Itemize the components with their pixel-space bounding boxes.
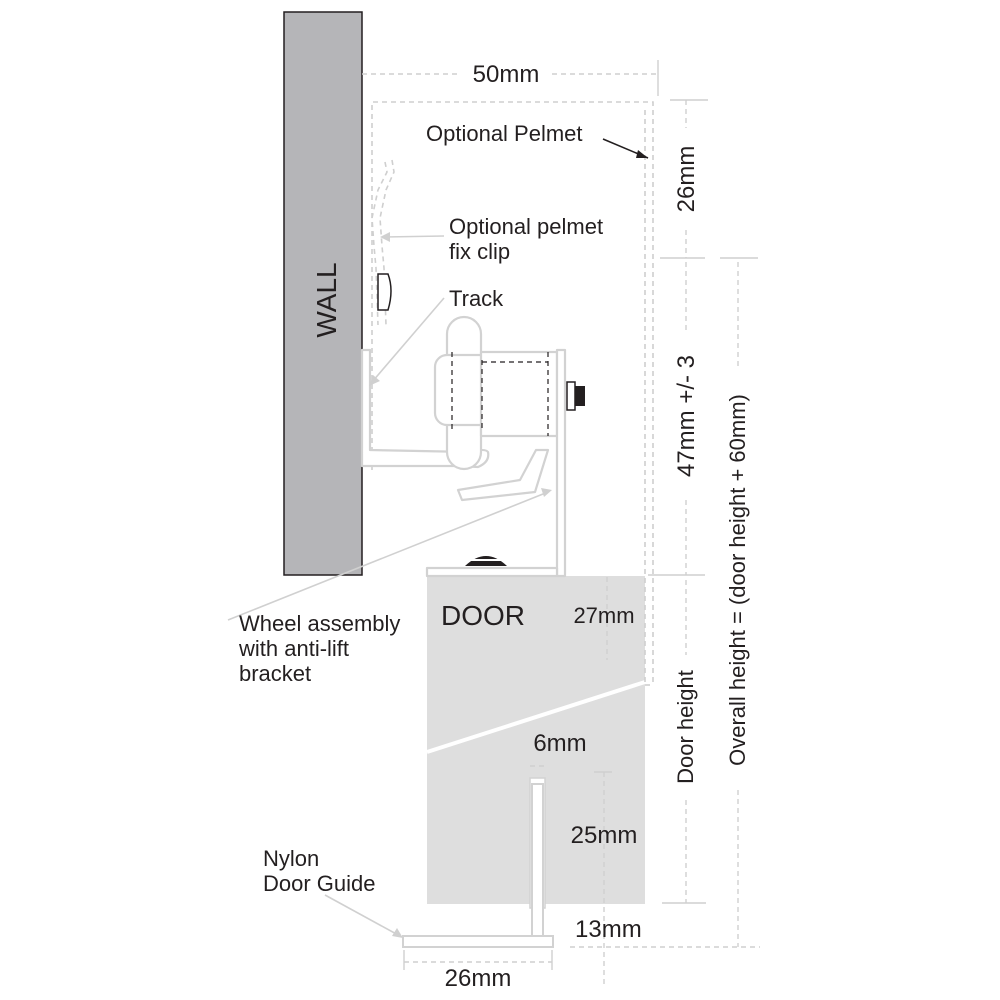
nylon-guide <box>402 783 760 970</box>
dim-guide-height: 13mm <box>575 916 642 943</box>
clip-body <box>379 159 395 326</box>
axle-block <box>479 350 559 438</box>
wall-label: WALL <box>311 262 342 337</box>
dim-track-height: 47mm +/- 3 <box>673 355 700 477</box>
nylon-leader <box>324 894 401 937</box>
label-wheel-1: Wheel assembly <box>239 611 400 636</box>
dim-guide-width: 26mm <box>445 965 512 992</box>
nylon-guide-fin <box>531 783 544 937</box>
pelmet-fix-clip <box>371 159 395 326</box>
bolt-head <box>575 386 585 406</box>
dimension-labels: 50mm 26mm 47mm +/- 3 Overall height = (d… <box>445 61 750 992</box>
clip-body-2 <box>371 161 388 326</box>
label-wheel-3: bracket <box>239 661 311 686</box>
pelmet-arrow <box>636 150 648 158</box>
dimension-lines <box>362 60 758 947</box>
leaders <box>227 138 649 938</box>
pelmet-outline <box>371 101 654 685</box>
nylon-guide-base <box>402 935 554 948</box>
wall: WALL <box>283 11 363 576</box>
dim-groove-width: 6mm <box>533 730 586 757</box>
label-nylon-2: Door Guide <box>263 871 376 896</box>
wheel-assembly <box>425 315 585 578</box>
bolt-nut <box>566 381 576 411</box>
track-arrow <box>369 375 380 386</box>
door-label: DOOR <box>441 600 525 631</box>
dim-groove-depth: 25mm <box>571 822 638 849</box>
bracket-plate <box>555 348 567 578</box>
label-track: Track <box>449 286 504 311</box>
clip-catch <box>377 273 392 311</box>
clip-leader <box>383 235 445 238</box>
bracket-foot <box>425 566 559 578</box>
dim-pelmet-width: 50mm <box>473 61 540 88</box>
track-leader <box>371 297 445 383</box>
clip-arrow <box>380 232 390 242</box>
door-break-line <box>426 680 646 754</box>
callout-labels: Optional Pelmet Optional pelmet fix clip… <box>238 121 603 896</box>
label-nylon-1: Nylon <box>263 846 319 871</box>
nylon-arrow <box>392 928 403 938</box>
label-pelmet-clip-2: fix clip <box>449 239 510 264</box>
dim-pelmet-height: 26mm <box>673 146 700 213</box>
anti-lift-arm <box>456 448 550 502</box>
dim-door-height: Door height <box>673 670 698 784</box>
wheel-leader <box>227 491 549 621</box>
wall-block <box>283 11 363 576</box>
dim-overall-height: Overall height = (door height + 60mm) <box>725 394 750 766</box>
wheel-arrow <box>541 488 552 497</box>
pelmet <box>371 101 654 686</box>
label-optional-pelmet: Optional Pelmet <box>426 121 583 146</box>
dim-door-thickness: 27mm <box>573 603 634 628</box>
label-wheel-2: with anti-lift <box>238 636 349 661</box>
label-pelmet-clip-1: Optional pelmet <box>449 214 603 239</box>
